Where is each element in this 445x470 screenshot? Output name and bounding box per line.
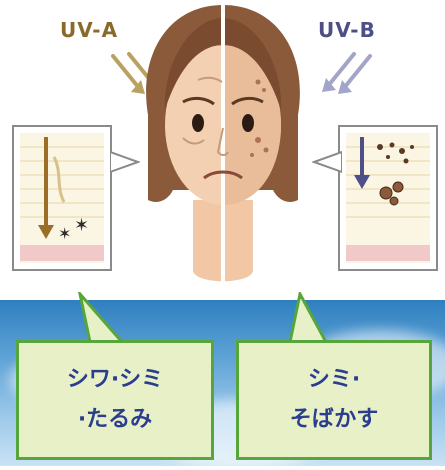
callout-uvb-effects: シミ· そばかす <box>236 340 432 460</box>
svg-text:✶: ✶ <box>74 215 89 236</box>
callout-tail-left <box>78 292 126 344</box>
arrow-down-uvb-icon <box>354 175 370 189</box>
uvb-skin-panel <box>338 125 438 271</box>
uv-a-label: UV-A <box>60 18 119 42</box>
callout-uva-text: シワ·シミ ·たるみ <box>66 367 164 432</box>
face-illustration <box>146 0 300 300</box>
svg-text:✶: ✶ <box>58 224 71 243</box>
callout-uva-effects: シワ·シミ ·たるみ <box>16 340 214 460</box>
uv-b-label: UV-B <box>318 18 376 42</box>
uva-skin-panel: ✶ ✶ <box>12 125 112 271</box>
panel-pointer-left <box>110 150 140 174</box>
arrow-down-uva-icon <box>38 225 54 239</box>
callout-tail-right <box>288 292 330 344</box>
sun-ray-arrow-icon <box>322 52 372 94</box>
panel-pointer-right <box>312 150 342 174</box>
callout-uvb-text: シミ· そばかす <box>289 367 379 432</box>
